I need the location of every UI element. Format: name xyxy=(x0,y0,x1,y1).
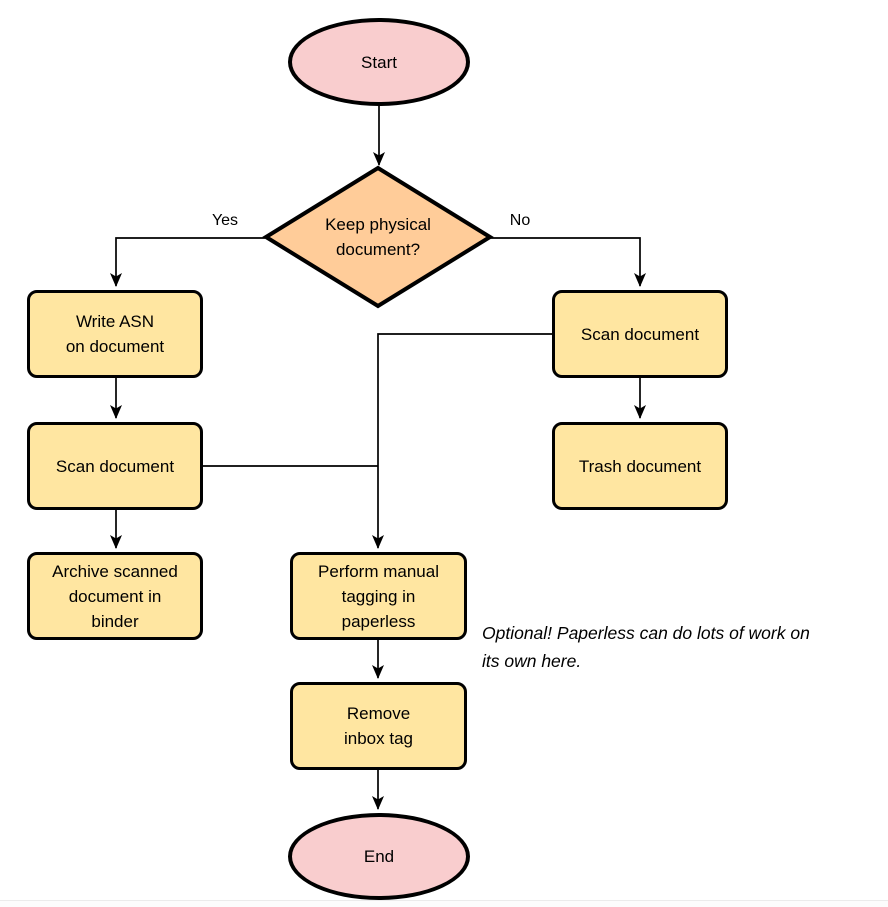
node-end-label: End xyxy=(363,847,395,866)
node-scan-document-left-label: Scan document xyxy=(55,456,175,476)
node-scan-document-right-label: Scan document xyxy=(580,324,700,344)
edge-decision-yes-to-write-asn xyxy=(110,237,265,287)
decision-diamond-shape xyxy=(262,165,494,309)
page-bottom-margin xyxy=(0,901,888,907)
node-decision: Keep physical document? xyxy=(293,198,463,276)
node-write-asn: Write ASN on document xyxy=(27,290,203,378)
node-manual-tagging-label: Perform manual tagging in paperless xyxy=(318,561,439,631)
node-start: Start xyxy=(288,18,470,106)
page-bottom-divider xyxy=(0,900,888,901)
node-trash-document-label: Trash document xyxy=(578,456,702,476)
node-remove-inbox-tag: Remove inbox tag xyxy=(290,682,467,770)
node-trash-document: Trash document xyxy=(552,422,728,510)
node-manual-tagging: Perform manual tagging in paperless xyxy=(290,552,467,640)
node-scan-document-right: Scan document xyxy=(552,290,728,378)
node-scan-document-left: Scan document xyxy=(27,422,203,510)
node-write-asn-label: Write ASN on document xyxy=(65,312,165,356)
node-decision-label: Keep physical document? xyxy=(325,215,431,259)
edge-label-yes: Yes xyxy=(211,212,239,229)
node-start-label: Start xyxy=(361,52,397,72)
node-remove-inbox-tag-label: Remove inbox tag xyxy=(344,704,413,748)
edge-label-no: No xyxy=(509,212,531,229)
edge-decision-no-to-scan-right xyxy=(490,237,646,287)
node-archive-in-binder: Archive scanned document in binder xyxy=(27,552,203,640)
node-archive-in-binder-label: Archive scanned document in binder xyxy=(52,561,178,631)
node-end: End xyxy=(288,813,470,900)
edge-scan-right-to-tagging xyxy=(372,333,552,549)
optional-note: Optional! Paperless can do lots of work … xyxy=(482,623,810,671)
